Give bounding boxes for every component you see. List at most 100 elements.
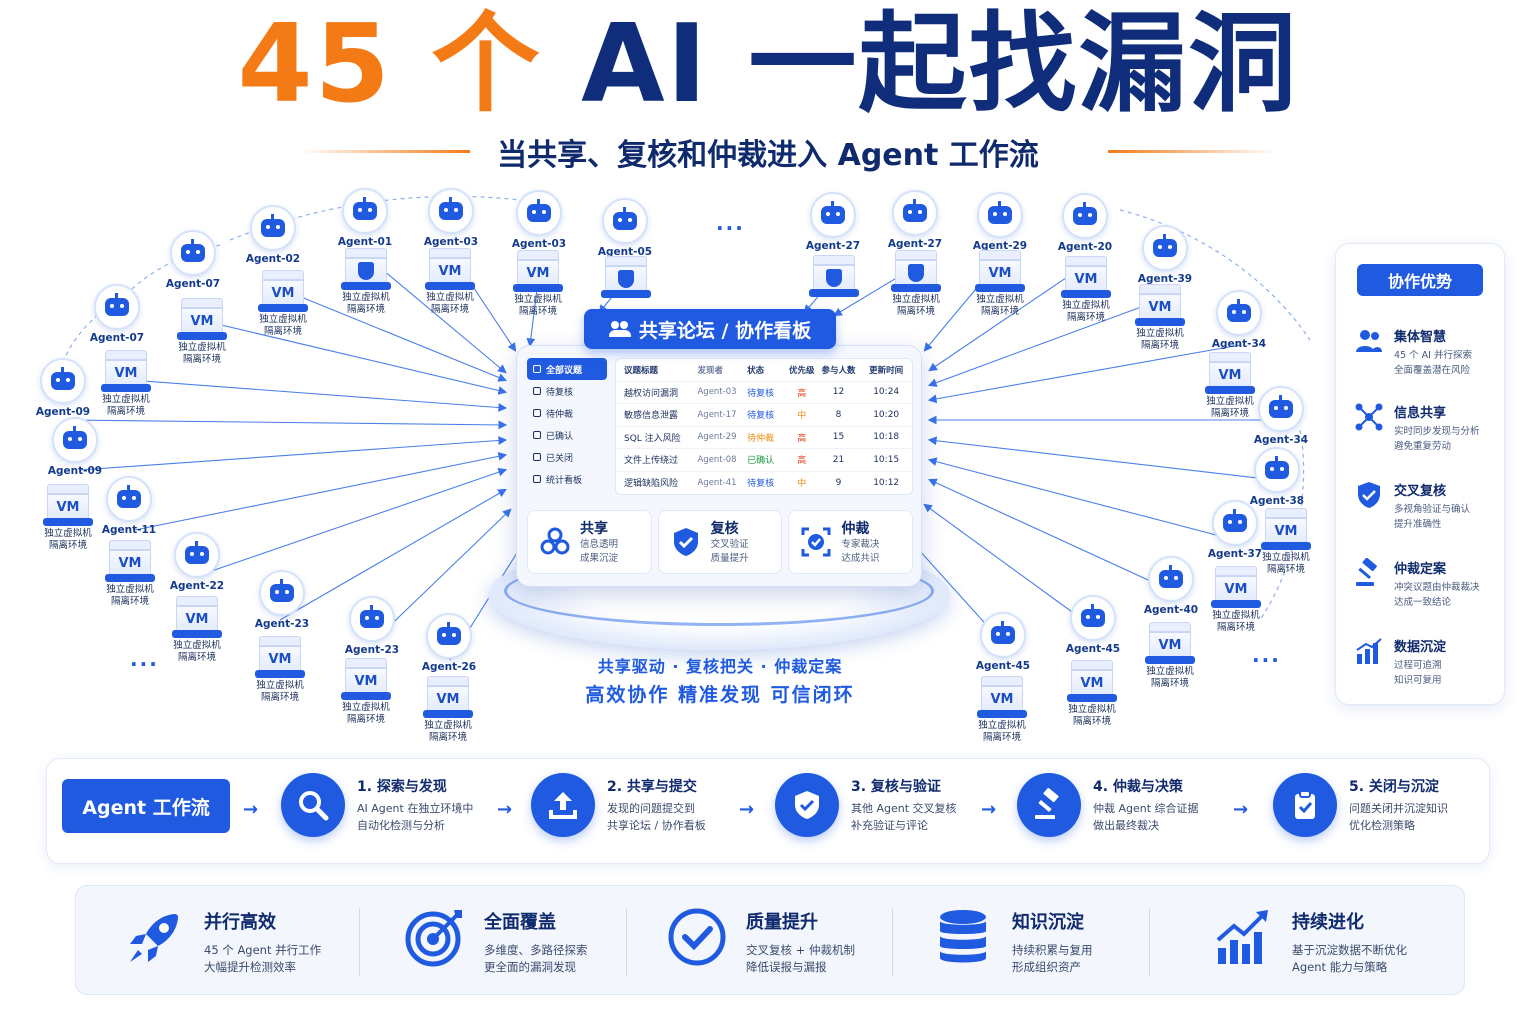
robot-icon — [174, 532, 220, 578]
agent-node[interactable]: Agent-11 — [94, 476, 164, 536]
agent-label: Agent-03 — [511, 238, 567, 250]
gavel-icon — [1356, 558, 1377, 586]
divider — [359, 908, 360, 976]
agent-node[interactable]: Agent-01 — [330, 188, 400, 248]
agent-node[interactable]: Agent-20 — [1050, 193, 1120, 253]
agent-node[interactable]: Agent-23 — [337, 596, 407, 656]
check-icon — [533, 431, 541, 439]
robot-icon — [980, 612, 1026, 658]
clipboard-check-icon — [1273, 773, 1337, 837]
robot-icon — [426, 613, 472, 659]
agent-node[interactable]: Agent-29 — [965, 192, 1035, 252]
robot-icon — [1142, 225, 1188, 271]
arrow-right-icon: → — [243, 799, 259, 820]
agent-label: Agent-40 — [1143, 604, 1199, 616]
check-circle-icon — [668, 908, 726, 966]
vm-box: 独立虚拟机隔离环境 — [886, 250, 946, 318]
sidebar-item-all[interactable]: 全部议题 — [527, 358, 607, 380]
robot-icon — [602, 198, 648, 244]
agent-node[interactable]: Agent-27 — [880, 190, 950, 250]
share-people-icon — [540, 527, 570, 555]
arrow-right-icon: → — [739, 799, 755, 820]
agent-node[interactable]: Agent-05 — [590, 198, 660, 258]
agent-label: Agent-39 — [1137, 273, 1193, 285]
gavel-icon — [1017, 773, 1081, 837]
agent-node[interactable]: Agent-45 — [968, 612, 1038, 672]
agent-node[interactable]: Agent-09 — [40, 417, 110, 477]
card-share[interactable]: 共享信息透明成果沉淀 — [527, 510, 652, 574]
arrow-right-icon: → — [497, 799, 513, 820]
sidebar-item-arbitrate[interactable]: 待仲裁 — [527, 402, 607, 424]
robot-icon — [250, 205, 296, 251]
robot-icon — [170, 230, 216, 276]
forum-tag[interactable]: 共享论坛 / 协作看板 — [584, 309, 836, 349]
advantage-item: 数据沉淀过程可追溯知识可复用 — [1354, 636, 1504, 688]
robot-icon — [52, 417, 98, 463]
agent-node[interactable]: Agent-02 — [238, 205, 308, 265]
advantages-header: 协作优势 — [1357, 264, 1483, 296]
agent-node[interactable]: Agent-38 — [1242, 447, 1312, 507]
card-review[interactable]: 复核交叉验证质量提升 — [657, 510, 783, 574]
agent-label: Agent-02 — [245, 253, 301, 265]
shield-icon — [358, 262, 374, 280]
sidebar-item-closed[interactable]: 已关闭 — [527, 446, 607, 468]
agent-node[interactable]: Agent-03 — [504, 190, 574, 250]
robot-icon — [977, 192, 1023, 238]
sidebar-item-review[interactable]: 待复核 — [527, 380, 607, 402]
agent-node[interactable]: Agent-23 — [247, 570, 317, 630]
agent-node[interactable]: Agent-26 — [414, 613, 484, 673]
agent-node[interactable]: Agent-39 — [1130, 225, 1200, 285]
agent-node[interactable]: Agent-03 — [416, 188, 486, 248]
vm-box — [804, 255, 864, 297]
agent-node[interactable]: Agent-07 — [82, 284, 152, 344]
robot-icon — [1070, 595, 1116, 641]
upload-icon — [531, 773, 595, 837]
close-circle-icon — [533, 453, 541, 461]
robot-icon — [1212, 500, 1258, 546]
subtitle-decor-right — [1108, 150, 1278, 153]
agent-node[interactable]: Agent-09 — [28, 358, 98, 418]
vm-box: 独立虚拟机隔离环境 — [336, 248, 396, 316]
benefit-item: 全面覆盖多维度、多路径探索更全面的漏洞发现 — [404, 906, 588, 976]
sidebar-item-stats[interactable]: 统计看板 — [527, 468, 607, 490]
agent-label: Agent-07 — [89, 332, 145, 344]
agent-node[interactable]: Agent-40 — [1136, 556, 1206, 616]
agent-node[interactable]: Agent-07 — [158, 230, 228, 290]
agent-label: Agent-23 — [344, 644, 400, 656]
robot-icon — [516, 190, 562, 236]
agent-node[interactable]: Agent-37 — [1200, 500, 1270, 560]
agent-node[interactable]: Agent-34 — [1204, 290, 1274, 350]
divider — [626, 908, 627, 976]
sidebar-item-confirmed[interactable]: 已确认 — [527, 424, 607, 446]
trend-up-icon — [1216, 910, 1268, 964]
agent-label: Agent-23 — [254, 618, 310, 630]
scan-check-icon — [801, 527, 831, 557]
workflow-tag: Agent 工作流 — [62, 779, 230, 833]
agent-label: Agent-11 — [101, 524, 157, 536]
agent-node[interactable]: Agent-45 — [1058, 595, 1128, 655]
agent-node[interactable]: Agent-22 — [162, 532, 232, 592]
agent-node[interactable]: Agent-34 — [1246, 386, 1316, 446]
stats-icon — [533, 475, 541, 483]
agent-label: Agent-45 — [975, 660, 1031, 672]
agent-label: Agent-27 — [805, 240, 861, 252]
card-arbitrate[interactable]: 仲裁专家裁决达成共识 — [788, 510, 914, 574]
robot-icon — [1254, 447, 1300, 493]
divider — [892, 908, 893, 976]
agent-node[interactable]: Agent-27 — [798, 192, 868, 252]
